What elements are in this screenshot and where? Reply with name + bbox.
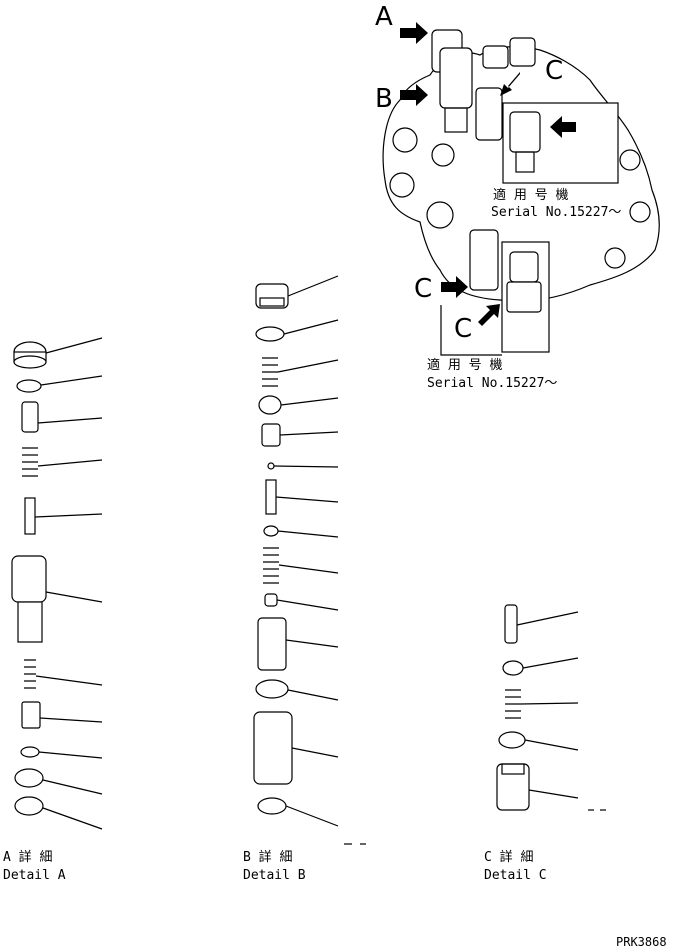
spool-caps [431,29,503,291]
detail-c-title-en: Detail C [484,868,547,883]
callout-c-box: C [454,314,473,344]
detail-a-leaders [34,337,103,830]
detail-c-title-jp: C 詳 細 [484,850,534,865]
detail-b-leaders [273,275,366,845]
detail-a-title-jp: A 詳 細 [3,850,53,865]
arrow-a [400,22,428,44]
detail-b-title-en: Detail B [243,868,306,883]
callout-a: A [375,2,393,32]
lower-inset-cap [506,251,542,313]
detail-c-parts [496,604,530,811]
serial-note-lower-en: Serial No.15227～ [427,376,558,391]
detail-b-title-jp: B 詳 細 [243,850,293,865]
arrow-b [400,84,428,106]
callout-c-mid: C [414,274,433,304]
arrow-inset-upper [550,116,576,138]
serial-note-lower-jp: 適 用 号 機 [427,358,503,373]
callout-b: B [375,84,393,114]
detail-c-leaders [516,611,606,811]
arrow-c-box [478,304,500,326]
detail-b-parts [253,283,293,815]
arrow-c-mid [441,276,468,298]
detail-a-title-en: Detail A [3,868,66,883]
upper-inset-cap [509,111,541,173]
serial-note-upper-jp: 適 用 号 機 [493,188,569,203]
detail-a-parts [11,341,47,816]
drawing-code: PRK3868 [616,935,667,949]
arrow-c-top [500,72,520,96]
valve-body [382,37,660,302]
callout-c-top: C [545,56,564,86]
serial-note-upper-en: Serial No.15227～ [491,205,622,220]
